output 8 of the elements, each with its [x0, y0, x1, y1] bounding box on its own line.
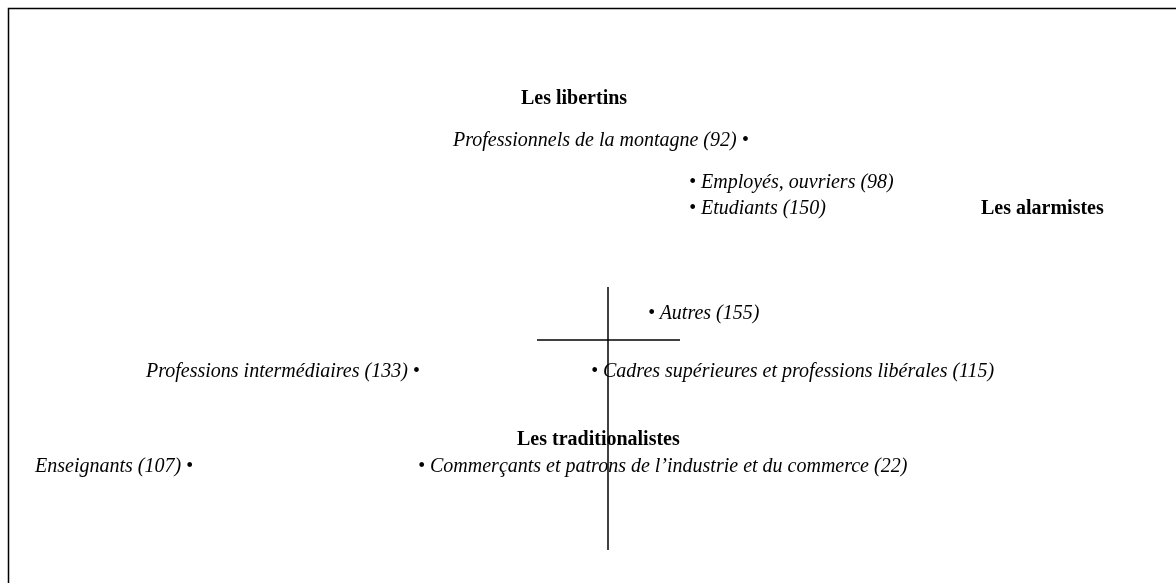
group-heading: Les libertins	[521, 85, 628, 109]
category-label: • Employés, ouvriers (98)	[689, 169, 894, 193]
category-label: Enseignants (107) •	[35, 453, 194, 477]
category-label: Professions intermédiaires (133) •	[146, 358, 420, 382]
category-label: Professionnels de la montagne (92) •	[453, 127, 749, 151]
group-heading: Les alarmistes	[981, 195, 1104, 219]
category-label: • Etudiants (150)	[689, 195, 826, 219]
category-label: • Autres (155)	[648, 300, 760, 324]
